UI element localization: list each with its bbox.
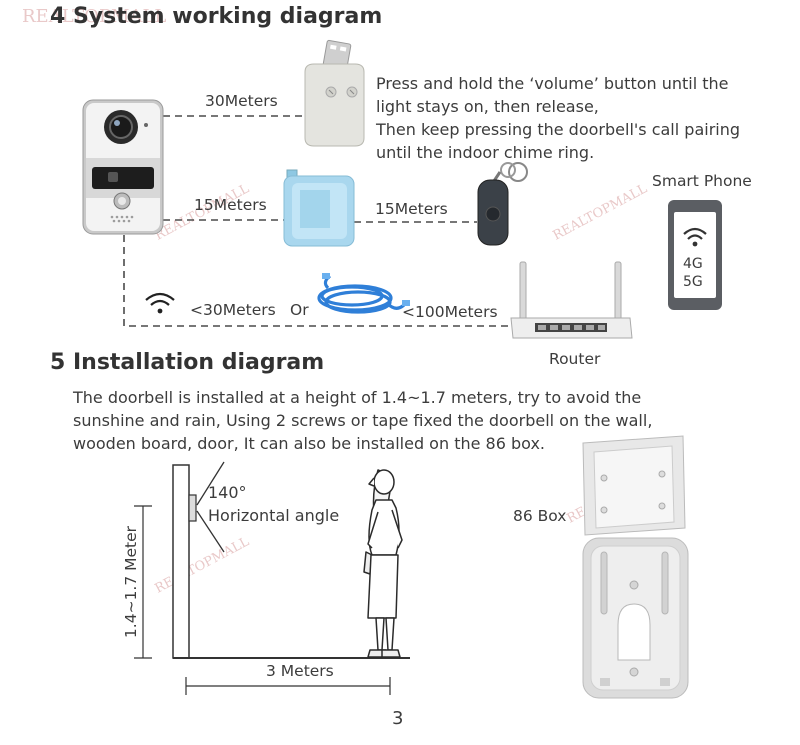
section-4-title: 4 System working diagram [50, 4, 383, 29]
wall-illustration [172, 464, 410, 659]
phone-5g-label: 5G [683, 274, 703, 290]
viewing-angle-lines [196, 461, 225, 553]
pairing-instructions: Press and hold the ‘volume’ button until… [376, 72, 796, 164]
line-to-router [123, 235, 515, 327]
section-5-title: 5 Installation diagram [50, 350, 325, 375]
router-label: Router [549, 350, 601, 368]
mounting-bracket-icon [582, 537, 689, 699]
router-icon [510, 261, 633, 339]
connection-lines [123, 115, 515, 327]
height-dimension [134, 505, 152, 659]
wireless-button-icon [477, 162, 528, 246]
box-86-icon [582, 435, 686, 536]
instruction-line: light stays on, then release, [376, 97, 599, 116]
watermark-top-left: REALTOPMALL [22, 6, 167, 27]
instruction-line: Press and hold the ‘volume’ button until… [376, 74, 729, 93]
distance-chime-label: 30Meters [205, 92, 278, 110]
instruction-line: Then keep pressing the doorbell's call p… [376, 120, 741, 139]
description-line: wooden board, door, It can also be insta… [73, 434, 545, 453]
box-86-label: 86 Box [513, 507, 567, 525]
smart-phone-icon [668, 200, 722, 310]
page-number: 3 [392, 708, 404, 729]
network-cable-icon [317, 273, 410, 314]
smart-phone-label: Smart Phone [652, 172, 752, 190]
installation-description: The doorbell is installed at a height of… [73, 386, 793, 455]
distance-remote-label: 15Meters [375, 200, 448, 218]
or-label: Or [290, 301, 309, 319]
phone-4g-label: 4G [683, 256, 703, 272]
cable-range-label: <100Meters [402, 303, 498, 321]
repeater-icon [283, 169, 355, 247]
distance-3m-label: 3 Meters [266, 662, 334, 680]
height-label: 1.4~1.7 Meter [122, 525, 140, 639]
doorbell-unit-icon [82, 99, 164, 235]
description-line: sunshine and rain, Using 2 screws or tap… [73, 411, 653, 430]
angle-label: Horizontal angle [208, 506, 340, 525]
indoor-chime-icon [304, 39, 365, 147]
instruction-line: until the indoor chime ring. [376, 143, 595, 162]
angle-value-label: 140° [208, 483, 247, 502]
person-illustration [363, 469, 403, 658]
wifi-icon [145, 292, 175, 314]
distance-dimension [185, 677, 391, 695]
wifi-range-label: <30Meters [190, 301, 276, 319]
description-line: The doorbell is installed at a height of… [73, 388, 642, 407]
distance-repeater-label: 15Meters [194, 196, 267, 214]
